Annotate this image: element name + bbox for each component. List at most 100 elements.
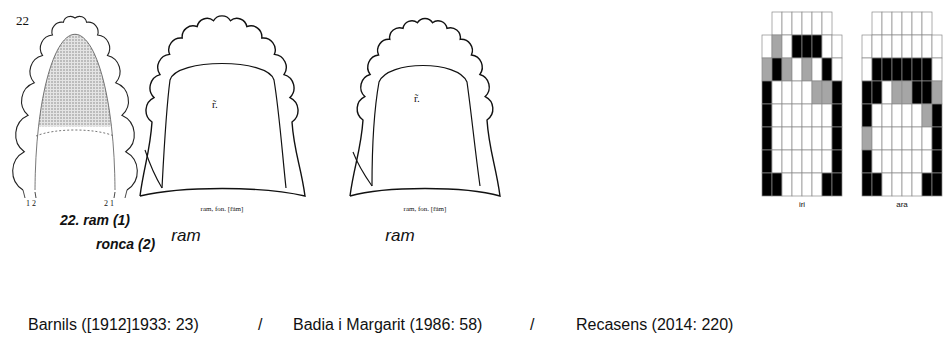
callout-number: 1 2	[26, 199, 36, 208]
contact-limit	[36, 130, 114, 136]
epg-cell	[762, 104, 772, 127]
teeth-outline	[13, 16, 138, 190]
epg-cell	[802, 150, 812, 173]
epg-cell	[932, 173, 942, 196]
epg-cell	[882, 150, 892, 173]
epg-cell	[912, 173, 922, 196]
epg-cell	[872, 127, 882, 150]
side-line	[353, 152, 372, 186]
epg-cell	[802, 81, 812, 104]
epg-cell	[762, 127, 772, 150]
epg-cell	[792, 35, 802, 58]
epg-cell	[902, 12, 912, 35]
gum-line	[35, 34, 115, 190]
small-caption: ram, fon. [r̃ám]	[201, 205, 244, 213]
epg-cell	[792, 150, 802, 173]
source-citation: Recasens (2014: 220)	[576, 316, 733, 334]
epg-cell	[882, 104, 892, 127]
epg-cell	[822, 150, 832, 173]
epg-cell	[772, 35, 782, 58]
epg-cell	[782, 12, 792, 35]
electropalatogram-grids	[762, 12, 942, 196]
word-caption: 22. ram (1)	[60, 212, 130, 228]
epg-cell	[782, 58, 792, 81]
epg-cell	[872, 104, 882, 127]
epg-cell	[832, 173, 842, 196]
contact-line	[162, 64, 286, 189]
figure-number: 22	[16, 14, 29, 29]
epg-cell	[792, 173, 802, 196]
epg-cell	[822, 35, 832, 58]
epg-cell	[802, 127, 812, 150]
word-caption: ram	[385, 226, 414, 246]
epg-cell	[802, 104, 812, 127]
epg-cell	[902, 104, 912, 127]
epg-cell	[812, 35, 822, 58]
epg-cell	[932, 35, 942, 58]
epg-cell	[802, 12, 812, 35]
epg-cell	[812, 58, 822, 81]
epg-cell	[772, 81, 782, 104]
tick-mark	[23, 190, 25, 198]
epg-cell	[912, 58, 922, 81]
epg-cell	[902, 35, 912, 58]
epg-cell	[902, 127, 912, 150]
epg-cell	[902, 81, 912, 104]
epg-grid	[762, 12, 842, 196]
epg-cell	[802, 58, 812, 81]
grid-caption: iri	[799, 200, 805, 209]
epg-cell	[862, 150, 872, 173]
epg-cell	[912, 127, 922, 150]
epg-cell	[902, 58, 912, 81]
epg-cell	[882, 127, 892, 150]
epg-cell	[802, 173, 812, 196]
epg-cell	[922, 12, 932, 35]
epg-cell	[772, 104, 782, 127]
epg-cell	[792, 81, 802, 104]
epg-cell	[902, 150, 912, 173]
epg-cell	[812, 150, 822, 173]
epg-cell	[792, 58, 802, 81]
epg-cell	[922, 150, 932, 173]
epg-cell	[862, 81, 872, 104]
epg-cell	[902, 173, 912, 196]
epg-cell	[832, 150, 842, 173]
epg-cell	[762, 81, 772, 104]
epg-cell	[792, 127, 802, 150]
epg-cell	[932, 150, 942, 173]
epg-cell	[912, 104, 922, 127]
epg-cell	[792, 104, 802, 127]
epg-cell	[832, 35, 842, 58]
epg-cell	[782, 35, 792, 58]
epg-cell	[912, 81, 922, 104]
epg-cell	[822, 58, 832, 81]
epg-cell	[892, 173, 902, 196]
epg-cell	[792, 12, 802, 35]
phone-symbol: r̃.	[212, 98, 218, 111]
epg-cell	[882, 58, 892, 81]
epg-cell	[912, 35, 922, 58]
epg-cell	[812, 127, 822, 150]
palatogram-badia-b	[350, 18, 500, 196]
epg-cell	[782, 173, 792, 196]
epg-cell	[812, 81, 822, 104]
epg-cell	[882, 35, 892, 58]
contact-line	[372, 66, 480, 187]
epg-cell	[892, 104, 902, 127]
separator: /	[258, 316, 262, 334]
epg-cell	[832, 104, 842, 127]
source-citation: Badia i Margarit (1986: 58)	[293, 316, 482, 334]
epg-cell	[872, 12, 882, 35]
side-line	[145, 150, 162, 188]
callout-number: 2 1	[104, 199, 114, 208]
epg-cell	[922, 81, 932, 104]
epg-cell	[762, 150, 772, 173]
epg-cell	[872, 58, 882, 81]
epg-cell	[782, 104, 792, 127]
epg-cell	[772, 58, 782, 81]
epg-cell	[862, 35, 872, 58]
small-caption: ram, fon. [r̃ám]	[404, 205, 447, 213]
epg-cell	[922, 173, 932, 196]
